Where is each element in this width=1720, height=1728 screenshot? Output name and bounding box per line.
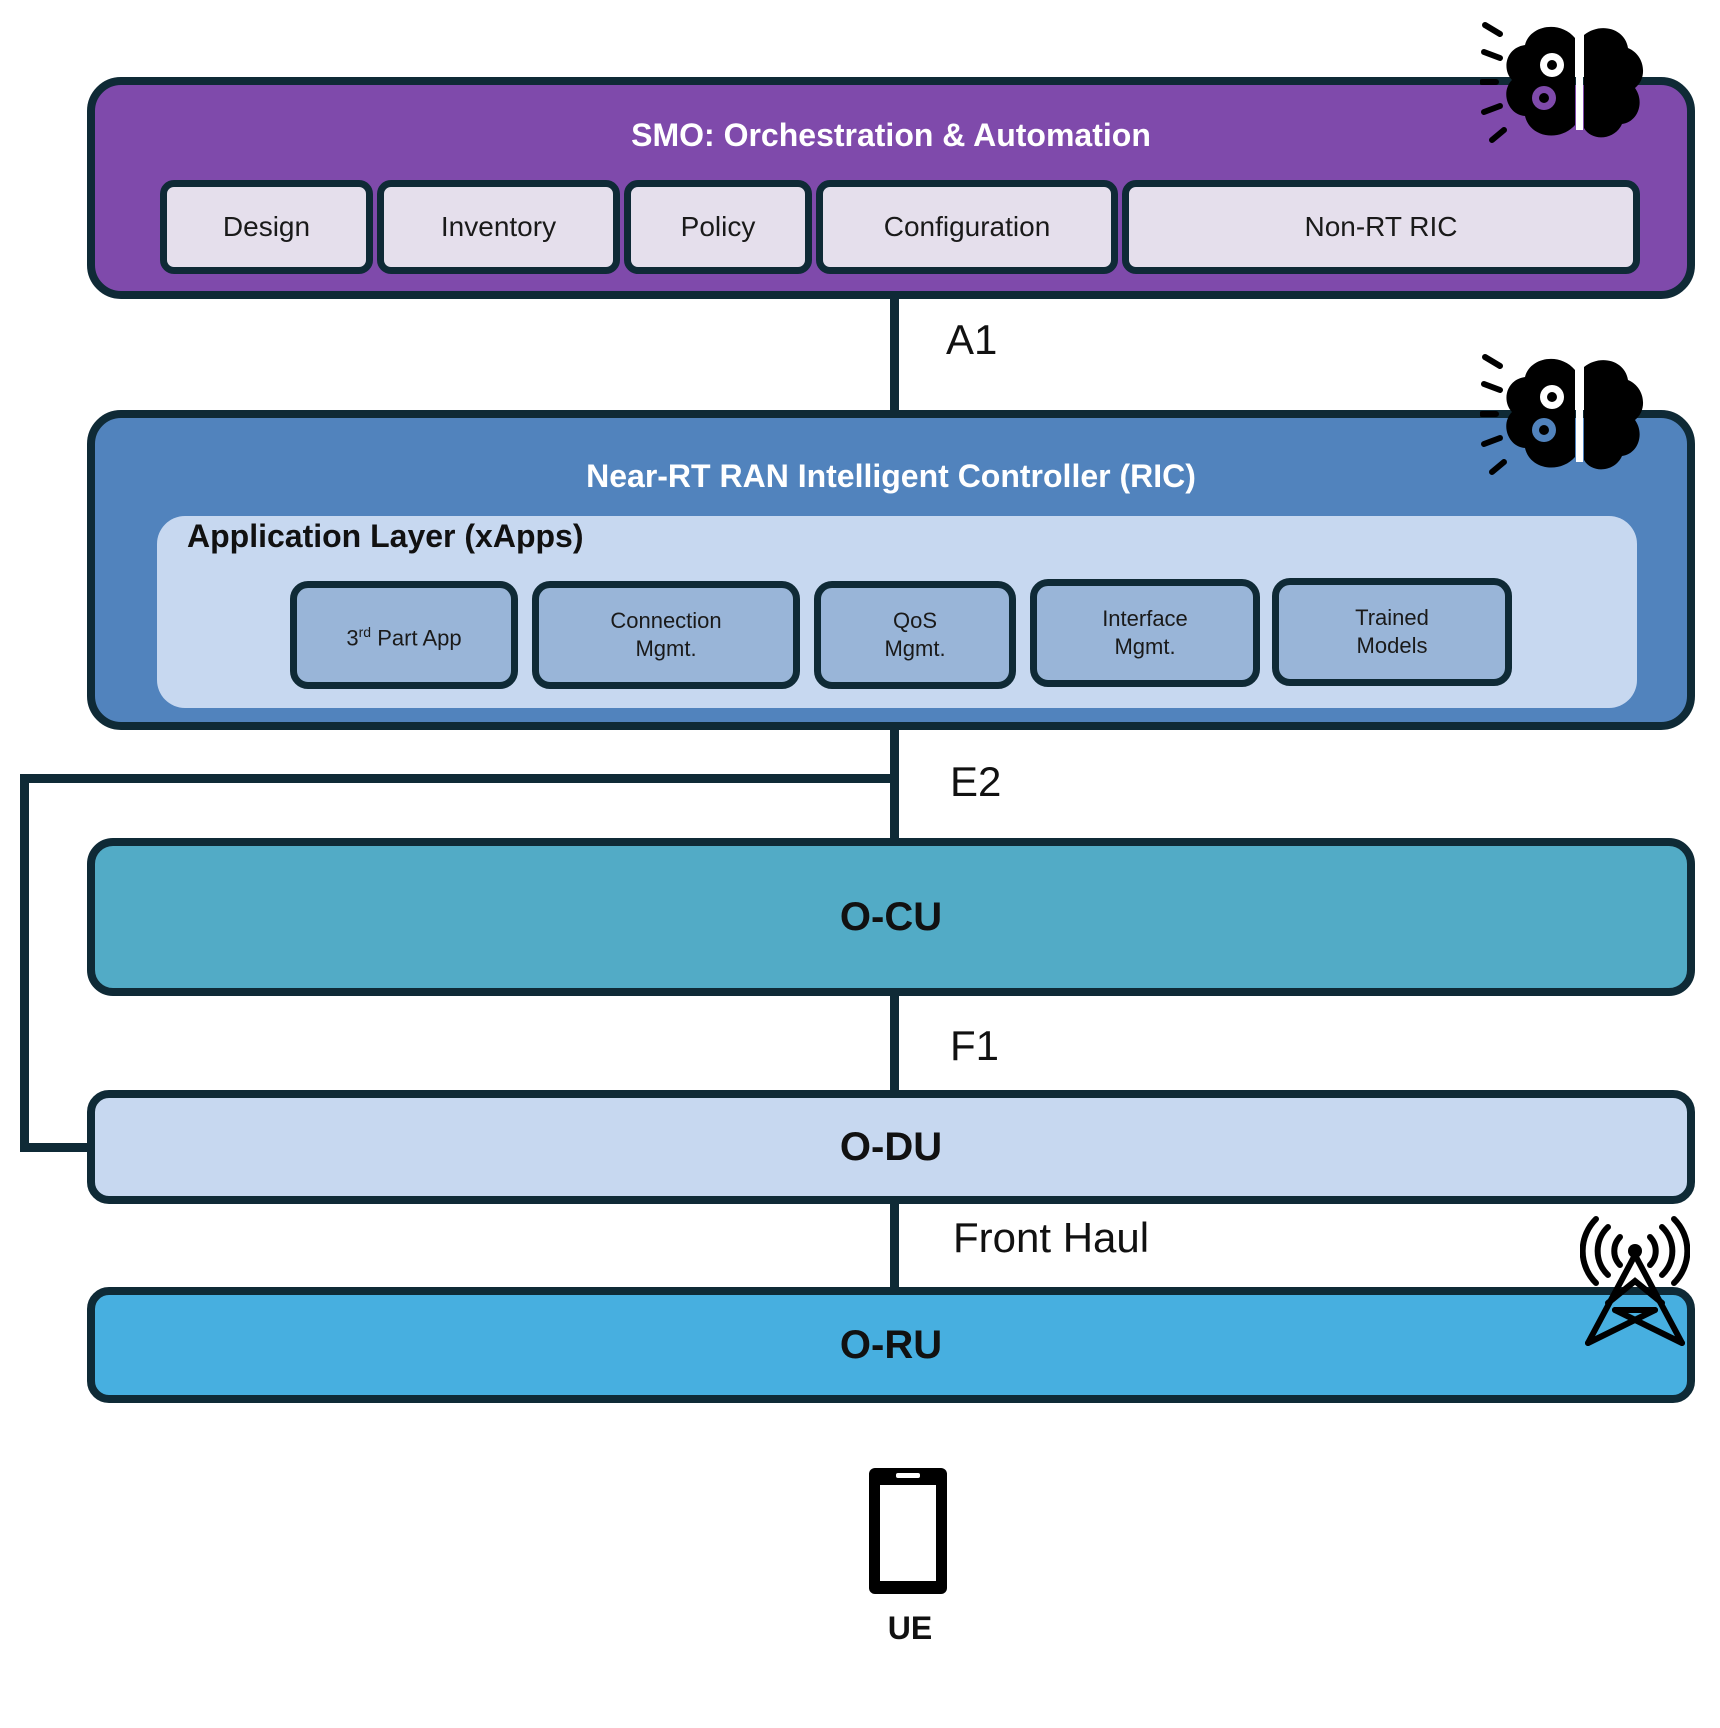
- xapp-interface-line1: Interface: [1102, 606, 1188, 631]
- smo-design-box: Design: [160, 180, 373, 274]
- application-layer: Application Layer (xApps) 3rd Part App C…: [157, 516, 1637, 708]
- o-ru-label: O-RU: [839, 1322, 943, 1367]
- o-du-layer: O-DU: [87, 1090, 1695, 1204]
- xapp-connection-mgmt: Connection Mgmt.: [532, 581, 800, 689]
- xapp-third-party-label: 3rd Part App: [346, 623, 462, 651]
- xapp-qos-line2: Mgmt.: [884, 636, 946, 661]
- ai-brain-icon: [1479, 352, 1650, 482]
- smo-configuration-box: Configuration: [816, 180, 1118, 274]
- fronthaul-label: Front Haul: [953, 1214, 1150, 1261]
- xapp-interface-line2: Mgmt.: [1114, 634, 1176, 659]
- smartphone-icon: [866, 1465, 950, 1597]
- xapp-connection-line2: Mgmt.: [635, 636, 697, 661]
- ai-brain-icon: [1479, 20, 1650, 150]
- e2-label: E2: [950, 758, 1002, 805]
- cell-tower-icon: [1579, 1215, 1691, 1350]
- a1-label: A1: [946, 316, 998, 363]
- e2-branch-horizontal: [20, 774, 895, 783]
- smo-non-rt-ric-box: Non-RT RIC: [1122, 180, 1640, 274]
- xapp-trained-models: Trained Models: [1272, 578, 1512, 686]
- f1-connector: [890, 990, 899, 1090]
- xapp-connection-line1: Connection: [610, 608, 722, 633]
- xapp-trained-line2: Models: [1356, 633, 1428, 658]
- ue-label: UE: [887, 1610, 933, 1646]
- smo-policy-box: Policy: [624, 180, 812, 274]
- xapp-interface-mgmt: Interface Mgmt.: [1030, 579, 1260, 687]
- o-du-label: O-DU: [839, 1124, 943, 1169]
- o-ru-layer: O-RU: [87, 1287, 1695, 1403]
- ric-title: Near-RT RAN Intelligent Controller (RIC): [586, 458, 1196, 494]
- xapp-qos-line1: QoS: [892, 608, 938, 633]
- xapp-qos-mgmt: QoS Mgmt.: [814, 581, 1016, 689]
- e2-branch-vertical: [20, 774, 29, 1152]
- a1-connector: [890, 295, 899, 410]
- f1-label: F1: [950, 1022, 1000, 1069]
- smo-title: SMO: Orchestration & Automation: [631, 117, 1151, 153]
- e2-branch-to-odu: [20, 1143, 95, 1152]
- smo-inventory-box: Inventory: [377, 180, 620, 274]
- xapp-trained-line1: Trained: [1355, 605, 1429, 630]
- smo-layer: SMO: Orchestration & Automation Design I…: [87, 77, 1695, 299]
- application-layer-title: Application Layer (xApps): [187, 518, 584, 554]
- fronthaul-connector: [890, 1200, 899, 1290]
- o-cu-label: O-CU: [839, 894, 943, 939]
- o-cu-layer: O-CU: [87, 838, 1695, 996]
- xapp-third-party-app: 3rd Part App: [290, 581, 518, 689]
- near-rt-ric-layer: Near-RT RAN Intelligent Controller (RIC)…: [87, 410, 1695, 730]
